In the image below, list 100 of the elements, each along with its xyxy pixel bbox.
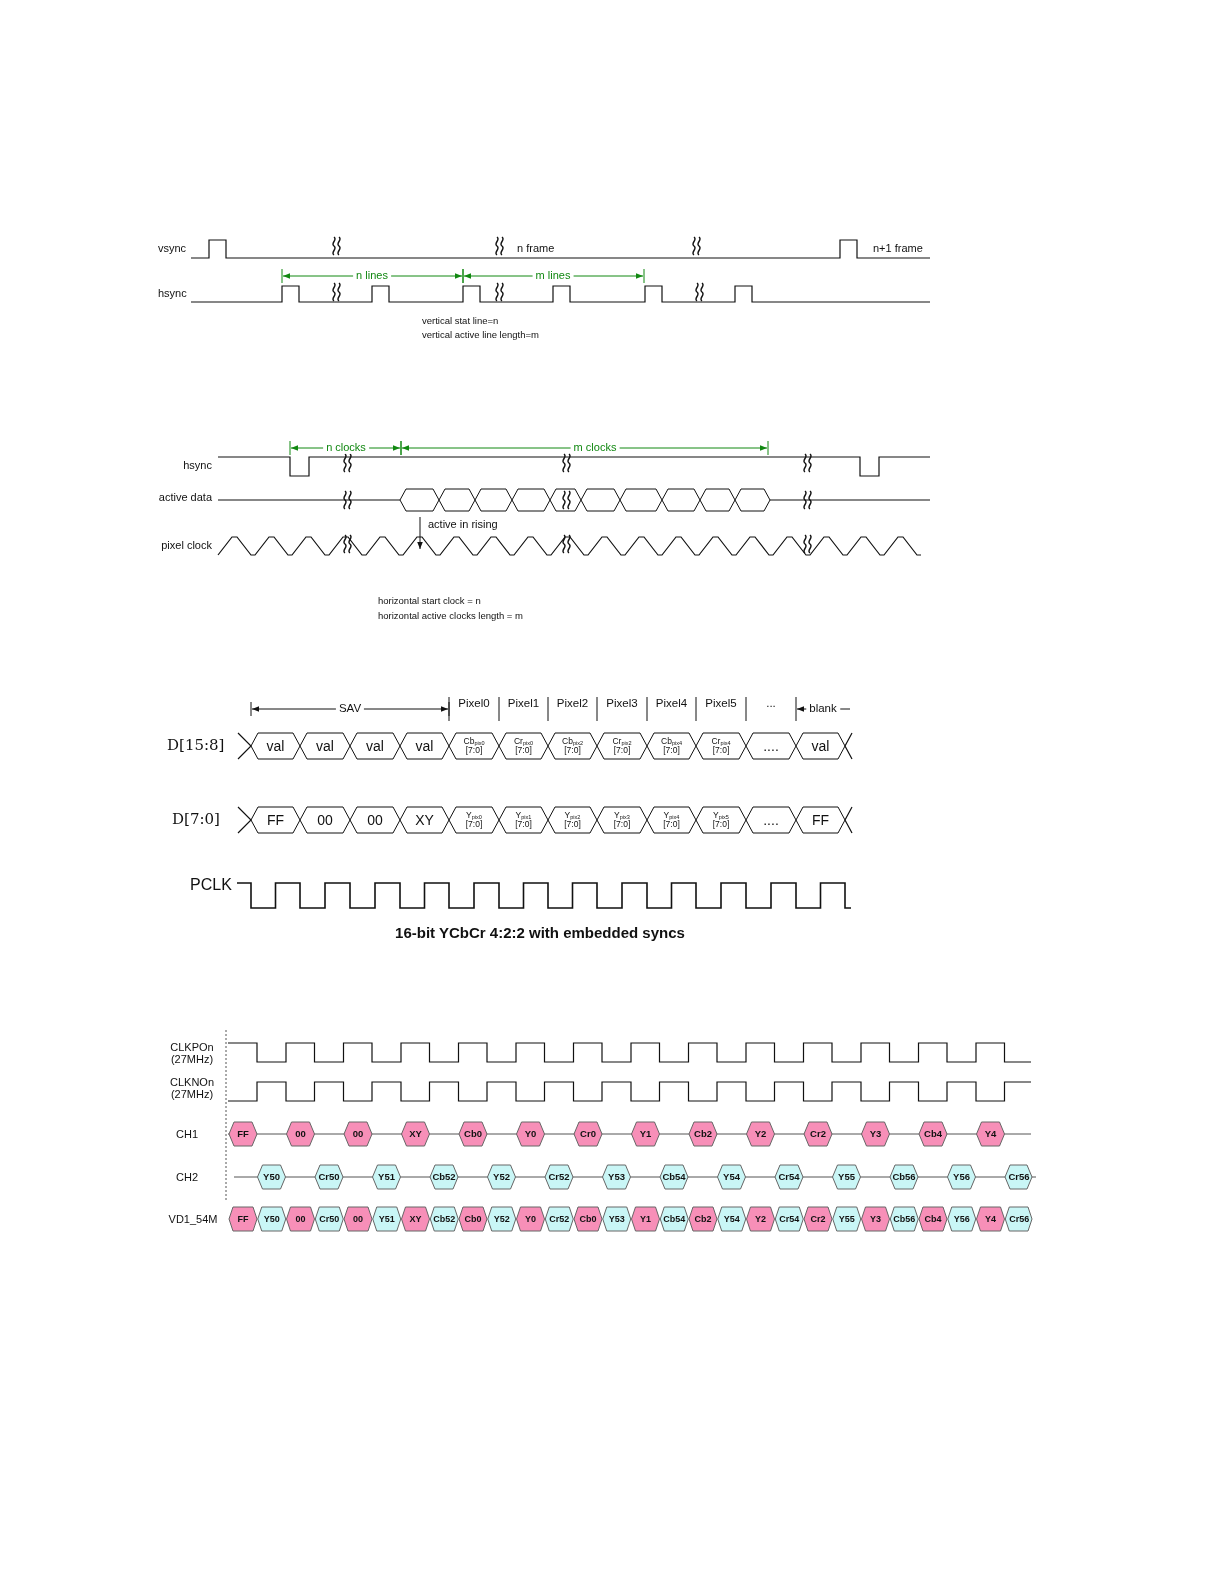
data-value: XY: [409, 1128, 422, 1140]
data-value: Cb2: [694, 1213, 712, 1225]
dimension-label: n lines: [353, 268, 391, 282]
signal-name: CH2: [176, 1170, 198, 1184]
data-value: XY: [409, 1213, 422, 1225]
bus-value: Y$_{pix0}$ [7:0]: [464, 811, 484, 829]
bus-value: ....: [763, 811, 779, 829]
data-value: Y4: [985, 1213, 996, 1225]
pixel-label: Pixel0: [458, 697, 490, 711]
note-text: vertical stat line=n: [422, 315, 499, 327]
bus-value: Cr$_{pix4}$ [7:0]: [710, 737, 732, 755]
data-value: Cr56: [1009, 1213, 1030, 1225]
bus-value: FF: [811, 811, 830, 829]
data-value: Y3: [870, 1213, 881, 1225]
note-text: horizontal active clocks length = m: [378, 610, 523, 622]
bus-value: Cr$_{pix0}$ [7:0]: [512, 737, 535, 755]
data-value: Cr52: [548, 1171, 570, 1183]
pixel-label: Pixel4: [655, 697, 688, 711]
data-value: Y55: [838, 1213, 855, 1225]
data-value: Cb4: [924, 1128, 942, 1140]
pixel-label: Pixel1: [507, 697, 540, 711]
data-value: Cr50: [319, 1213, 340, 1225]
pixel-label: Pixel5: [705, 697, 737, 711]
bus-value: Y$_{pix2}$ [7:0]: [563, 811, 582, 829]
data-value: Y1: [640, 1213, 651, 1225]
bus-value: Y$_{pix4}$ [7:0]: [662, 811, 681, 829]
annotation-text: active in rising: [428, 517, 498, 531]
bus-value: Cr$_{pix2}$ [7:0]: [611, 737, 633, 755]
data-value: Cb56: [893, 1213, 916, 1225]
data-value: Y54: [723, 1213, 740, 1225]
data-value: Cb52: [433, 1213, 456, 1225]
dimension-label: m clocks: [570, 440, 620, 454]
signal-name: CH1: [176, 1127, 198, 1141]
pixel-label: Pixel2: [556, 697, 589, 711]
signal-name: pixel clock: [161, 538, 212, 552]
bus-value: val: [415, 737, 434, 755]
data-value: 00: [295, 1213, 306, 1225]
data-value: FF: [237, 1213, 249, 1225]
data-value: Cr2: [810, 1128, 826, 1140]
pixel-label: ...: [766, 697, 776, 711]
data-value: Y56: [953, 1171, 970, 1183]
data-value: Cr52: [549, 1213, 570, 1225]
data-value: Y52: [493, 1213, 510, 1225]
data-value: Cb2: [694, 1128, 712, 1140]
data-value: Y51: [378, 1213, 395, 1225]
bus-value: Y$_{pix5}$ [7:0]: [711, 811, 731, 829]
data-value: Y2: [754, 1128, 767, 1140]
bus-value: XY: [415, 811, 434, 829]
bus-value: 00: [367, 811, 383, 829]
data-value: Cb56: [892, 1171, 916, 1183]
data-value: Y4: [984, 1128, 997, 1140]
bus-value: Y$_{pix3}$ [7:0]: [612, 811, 632, 829]
data-value: Cr0: [580, 1128, 596, 1140]
signal-name: PCLK: [190, 875, 232, 895]
data-value: Y3: [869, 1128, 882, 1140]
bus-value: 00: [317, 811, 333, 829]
note-text: vertical active line length=m: [422, 329, 539, 341]
data-value: 00: [295, 1128, 306, 1140]
signal-name: vsync: [158, 241, 187, 255]
signal-name: VD1_54M: [168, 1212, 218, 1226]
signal-name: active data: [158, 490, 212, 504]
dimension-label: m lines: [532, 268, 574, 282]
bus-value: val: [811, 737, 830, 755]
bus-value: Cb$_{pix0}$ [7:0]: [462, 737, 486, 755]
signal-name: hsync: [183, 458, 212, 472]
data-value: Cr54: [779, 1213, 800, 1225]
data-value: Cr56: [1008, 1171, 1030, 1183]
pixel-label: Pixel3: [606, 697, 638, 711]
data-value: Y52: [493, 1171, 510, 1183]
bus-value: FF: [266, 811, 285, 829]
signal-name: CLKNOn (27MHz): [169, 1077, 215, 1101]
signal-name: hsync: [158, 286, 187, 300]
data-value: Y56: [953, 1213, 970, 1225]
bus-value: val: [266, 737, 285, 755]
signal-name: D[15:8]: [167, 737, 225, 755]
data-value: Cb54: [663, 1213, 686, 1225]
data-value: Y0: [524, 1128, 537, 1140]
data-value: FF: [237, 1128, 249, 1140]
data-value: Cb0: [579, 1213, 597, 1225]
note-text: horizontal start clock = n: [378, 595, 481, 607]
data-value: Y51: [378, 1171, 395, 1183]
frame-label: n+1 frame: [873, 241, 923, 255]
data-value: Y2: [755, 1213, 766, 1225]
bus-value: Cb$_{pix4}$ [7:0]: [660, 737, 683, 755]
data-value: Cb52: [432, 1171, 456, 1183]
dimension-label: n clocks: [323, 440, 369, 454]
data-value: Y50: [263, 1171, 280, 1183]
data-value: 00: [352, 1128, 364, 1140]
bus-value: Y$_{pix1}$ [7:0]: [514, 811, 533, 829]
data-value: Cr50: [318, 1171, 340, 1183]
data-value: Y0: [525, 1213, 536, 1225]
data-value: Cb54: [662, 1171, 686, 1183]
data-value: Y53: [608, 1213, 625, 1225]
caption-text: 16-bit YCbCr 4:2:2 with embedded syncs: [395, 924, 685, 942]
data-value: Cb0: [464, 1213, 482, 1225]
data-value: Y53: [608, 1171, 625, 1183]
data-value: Y50: [263, 1213, 280, 1225]
frame-label: n frame: [517, 241, 555, 255]
bus-value: val: [316, 737, 334, 755]
data-value: Cb4: [924, 1213, 942, 1225]
